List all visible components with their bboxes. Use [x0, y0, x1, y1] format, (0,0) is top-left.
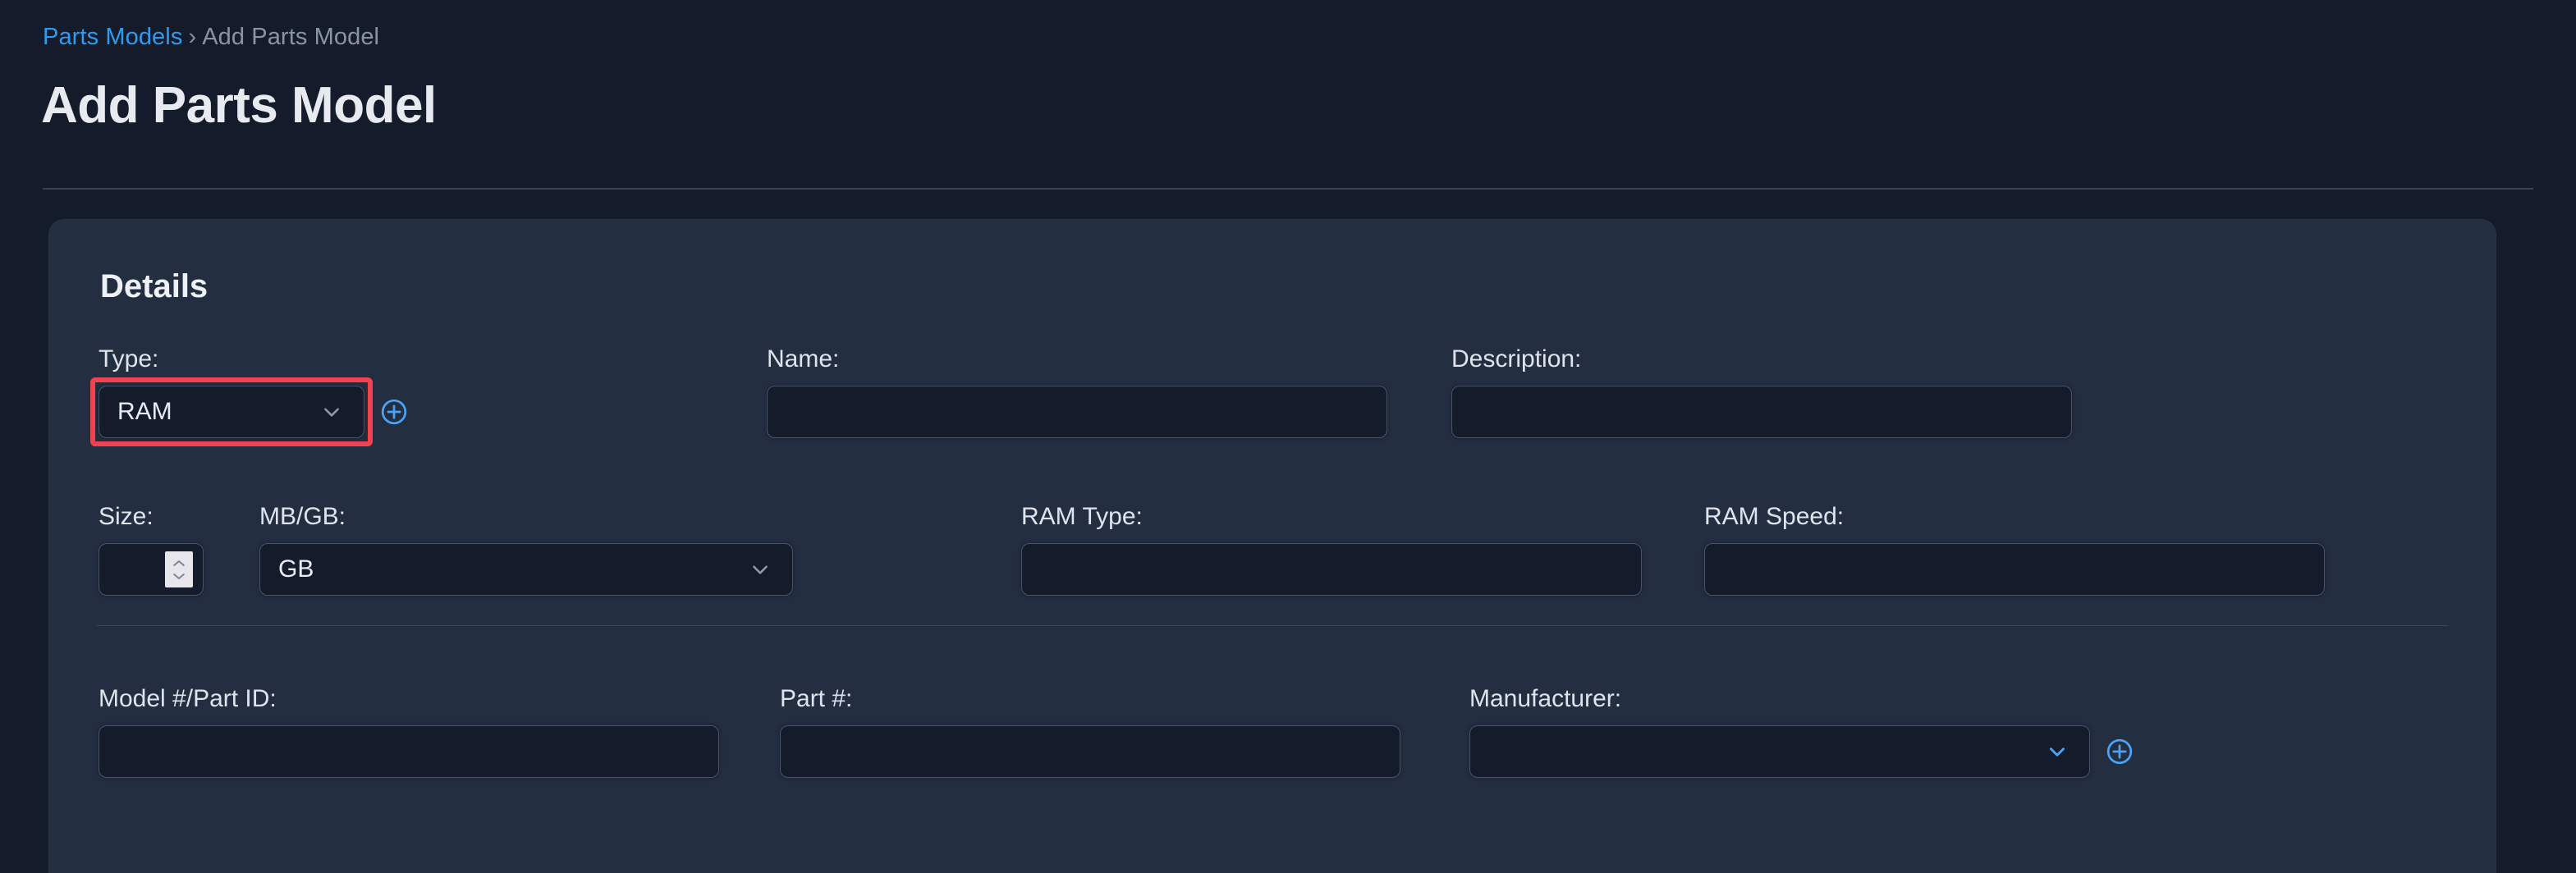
field-label-type: Type:: [99, 345, 159, 373]
field-label-mb-gb: MB/GB:: [259, 503, 346, 530]
spinner-down-icon: [173, 573, 185, 579]
mb-gb-select[interactable]: GB: [259, 543, 793, 596]
field-manufacturer: Manufacturer:: [1469, 684, 2134, 778]
chevron-down-icon: [321, 401, 342, 423]
field-label-manufacturer: Manufacturer:: [1469, 685, 1622, 712]
ram-type-input[interactable]: [1021, 543, 1642, 596]
size-input[interactable]: [99, 543, 204, 596]
breadcrumb-current: Add Parts Model: [202, 24, 380, 50]
field-mb-gb: MB/GB: GB: [259, 502, 793, 596]
page-title: Add Parts Model: [41, 77, 437, 134]
type-select-value: RAM: [117, 398, 172, 425]
field-label-size: Size:: [99, 503, 154, 530]
spinner-up-icon: [173, 560, 185, 566]
type-select[interactable]: RAM: [99, 386, 364, 438]
field-size: Size:: [99, 502, 204, 596]
row-divider-1: [97, 625, 2448, 626]
form-row-1: Type: RAM: [49, 345, 2496, 626]
breadcrumb: Parts Models›Add Parts Model: [43, 23, 379, 51]
chevron-down-icon: [749, 559, 771, 580]
card-title: Details: [100, 268, 209, 304]
mb-gb-select-value: GB: [278, 555, 314, 583]
name-input[interactable]: [767, 386, 1387, 438]
form-row-3: Model #/Part ID: Part #: Manufacturer:: [49, 684, 2496, 840]
breadcrumb-link-parts-models[interactable]: Parts Models: [43, 24, 183, 50]
field-label-part-number: Part #:: [780, 685, 853, 712]
field-label-ram-speed: RAM Speed:: [1704, 503, 1845, 530]
quantity-stepper[interactable]: [165, 551, 193, 587]
details-card: Details Type: RAM: [49, 220, 2496, 873]
field-description: Description:: [1451, 345, 2072, 438]
field-label-description: Description:: [1451, 345, 1582, 373]
part-number-input[interactable]: [780, 725, 1400, 778]
form-row-2: Size: MB/GB: GB: [49, 502, 2496, 658]
field-label-model-part-id: Model #/Part ID:: [99, 685, 277, 712]
field-label-ram-type: RAM Type:: [1021, 503, 1143, 530]
field-model-part-id: Model #/Part ID:: [99, 684, 719, 778]
field-ram-speed: RAM Speed:: [1704, 502, 2325, 596]
header-divider: [43, 188, 2533, 190]
add-type-button[interactable]: [379, 397, 409, 427]
chevron-down-icon: [2047, 741, 2068, 762]
field-part-number: Part #:: [780, 684, 1400, 778]
manufacturer-select[interactable]: [1469, 725, 2090, 778]
field-type: Type: RAM: [90, 345, 409, 446]
field-ram-type: RAM Type:: [1021, 502, 1642, 596]
model-part-id-input[interactable]: [99, 725, 719, 778]
field-name: Name:: [767, 345, 1387, 438]
description-input[interactable]: [1451, 386, 2072, 438]
ram-speed-input[interactable]: [1704, 543, 2325, 596]
add-manufacturer-button[interactable]: [2105, 737, 2134, 766]
breadcrumb-separator-icon: ›: [188, 24, 197, 50]
field-label-name: Name:: [767, 345, 840, 373]
